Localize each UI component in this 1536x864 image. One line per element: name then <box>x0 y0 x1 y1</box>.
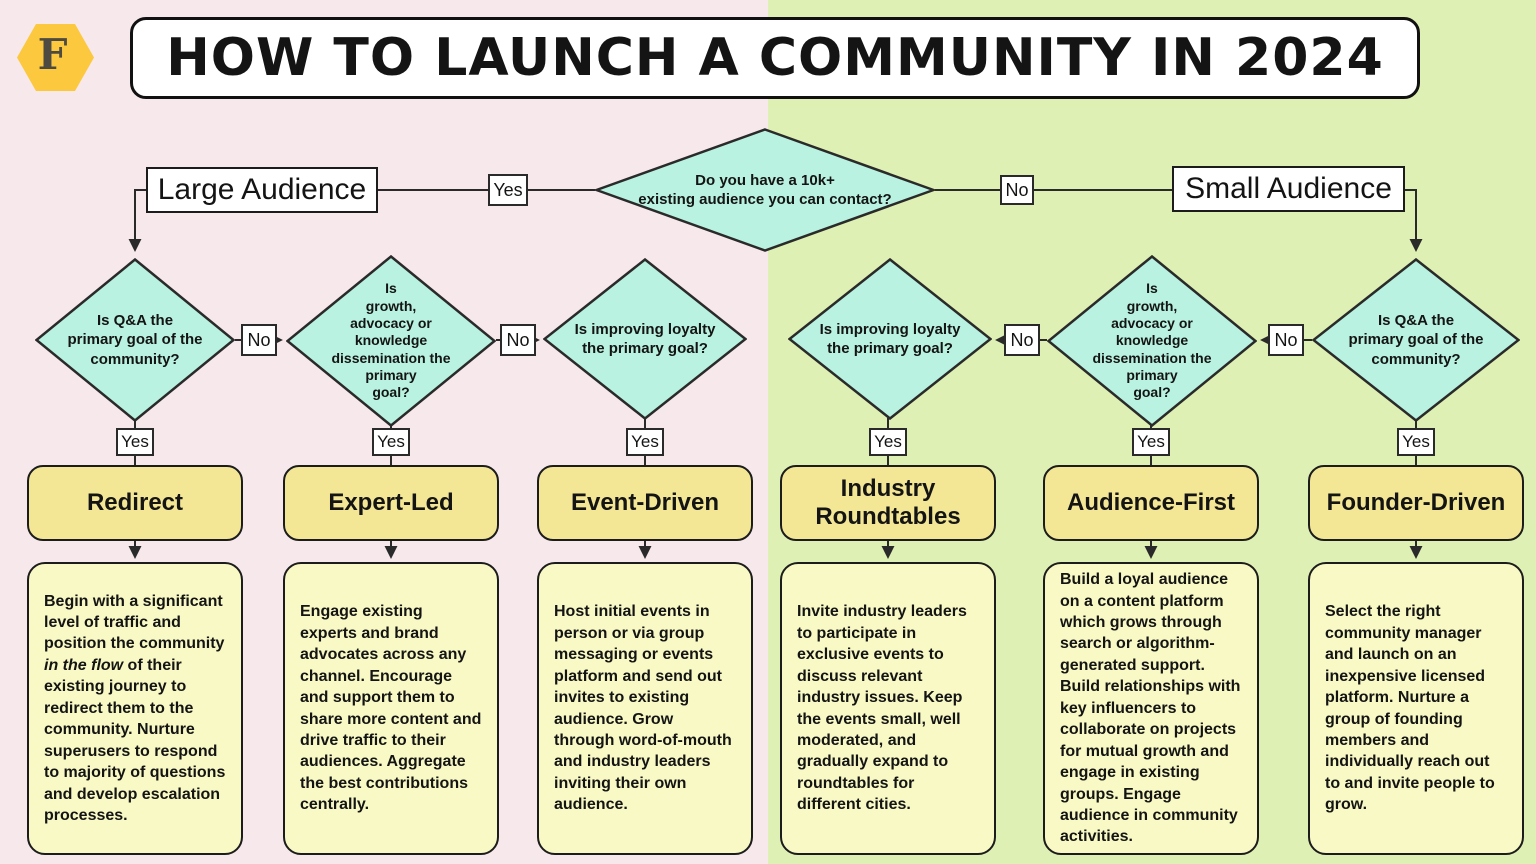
decision-left-loyalty-question: Is improving loyalty the primary goal? <box>574 320 716 357</box>
description-founder-driven-text: Select the right community manager and l… <box>1325 603 1495 814</box>
description-expert-led-text: Engage existing experts and brand advoca… <box>300 603 482 814</box>
page-title: HOW TO LAUNCH A COMMUNITY IN 2024 <box>166 28 1384 88</box>
description-audience-first-text: Build a loyal audience on a content plat… <box>1060 571 1241 846</box>
hexagon-icon <box>17 24 94 91</box>
edge-label-yes-expert-led: Yes <box>372 428 410 456</box>
outcome-founder-driven: Founder-Driven <box>1308 465 1524 541</box>
outcome-audience-first: Audience-First <box>1043 465 1259 541</box>
edge-label-yes-audience-first: Yes <box>1132 428 1170 456</box>
decision-right-growth: Is growth, advocacy or knowledge dissemi… <box>1047 255 1257 427</box>
edge-label-no-root: No <box>1000 175 1034 205</box>
outcome-event-driven: Event-Driven <box>537 465 753 541</box>
node-large-audience: Large Audience <box>146 167 378 213</box>
description-expert-led: Engage existing experts and brand advoca… <box>283 562 499 855</box>
description-industry-roundtables-text: Invite industry leaders to participate i… <box>797 603 967 814</box>
decision-left-growth: Is growth, advocacy or knowledge dissemi… <box>286 255 496 427</box>
decision-left-qa: Is Q&A the primary goal of the community… <box>35 258 235 422</box>
edge-label-no-left-2: No <box>500 324 536 356</box>
decision-right-qa: Is Q&A the primary goal of the community… <box>1312 258 1520 422</box>
decision-left-growth-question: Is growth, advocacy or knowledge dissemi… <box>331 280 451 401</box>
edge-label-no-right-2: No <box>1268 324 1304 356</box>
description-redirect-part2: of their existing journey to redirect th… <box>44 656 226 824</box>
description-founder-driven: Select the right community manager and l… <box>1308 562 1524 855</box>
brand-logo: F <box>17 24 94 91</box>
outcome-expert-led: Expert-Led <box>283 465 499 541</box>
outcome-redirect: Redirect <box>27 465 243 541</box>
edge-label-yes-event-driven: Yes <box>626 428 664 456</box>
description-redirect-part1: Begin with a significant level of traffi… <box>44 592 225 653</box>
description-audience-first: Build a loyal audience on a content plat… <box>1043 562 1259 855</box>
decision-root-question: Do you have a 10k+ existing audience you… <box>638 171 892 208</box>
description-redirect-italic: in the flow <box>44 656 124 674</box>
description-industry-roundtables: Invite industry leaders to participate i… <box>780 562 996 855</box>
description-event-driven-text: Host initial events in person or via gro… <box>554 603 732 814</box>
decision-left-loyalty: Is improving loyalty the primary goal? <box>543 258 747 420</box>
edge-label-no-right-1: No <box>1004 324 1040 356</box>
node-small-audience: Small Audience <box>1172 166 1405 212</box>
decision-root: Do you have a 10k+ existing audience you… <box>595 128 935 252</box>
edge-label-yes-redirect: Yes <box>116 428 154 456</box>
decision-left-qa-question: Is Q&A the primary goal of the community… <box>67 312 203 368</box>
decision-right-loyalty: Is improving loyalty the primary goal? <box>788 258 992 420</box>
edge-label-yes-industry-roundtables: Yes <box>869 428 907 456</box>
brand-letter: F <box>37 30 68 79</box>
decision-right-loyalty-question: Is improving loyalty the primary goal? <box>819 320 961 357</box>
decision-right-growth-question: Is growth, advocacy or knowledge dissemi… <box>1092 280 1212 401</box>
outcome-industry-roundtables: Industry Roundtables <box>780 465 996 541</box>
edge-label-yes-founder-driven: Yes <box>1397 428 1435 456</box>
description-event-driven: Host initial events in person or via gro… <box>537 562 753 855</box>
title-banner: HOW TO LAUNCH A COMMUNITY IN 2024 <box>130 17 1420 99</box>
edge-label-yes-root: Yes <box>488 174 528 206</box>
decision-right-qa-question: Is Q&A the primary goal of the community… <box>1348 312 1484 368</box>
edge-label-no-left-1: No <box>241 324 277 356</box>
description-redirect: Begin with a significant level of traffi… <box>27 562 243 855</box>
